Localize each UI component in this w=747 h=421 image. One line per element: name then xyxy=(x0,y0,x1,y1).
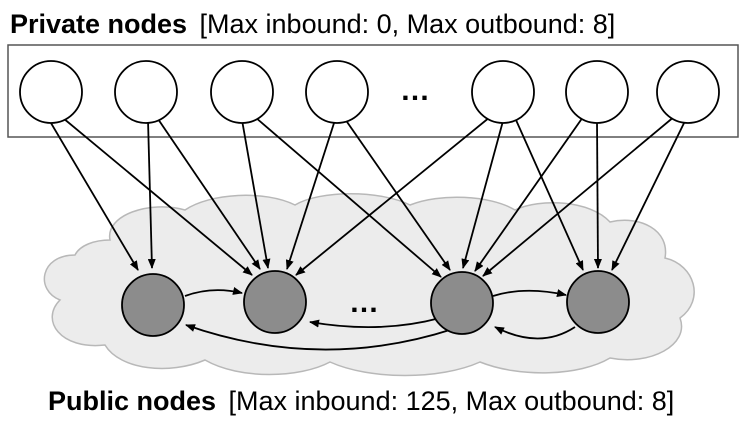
edge-p4-q2 xyxy=(285,119,336,270)
edge-p7-q4 xyxy=(611,118,687,271)
private-nodes-title: Private nodes xyxy=(10,9,187,39)
private-nodes xyxy=(19,60,720,124)
edge-p3-q3 xyxy=(254,116,442,278)
private-node xyxy=(114,60,178,124)
edge-p3-q2 xyxy=(241,119,271,269)
edge-p7-q3 xyxy=(482,115,676,277)
public-ellipsis: … xyxy=(349,286,381,319)
edge-p2-q1 xyxy=(147,119,156,269)
private-node xyxy=(210,60,274,124)
edge-q3-q4 xyxy=(492,289,567,297)
private-node xyxy=(305,60,369,124)
public-node xyxy=(566,270,630,334)
edge-p6-q3 xyxy=(474,116,584,272)
private-nodes-label: Private nodes [Max inbound: 0, Max outbo… xyxy=(10,9,615,39)
edge-p2-q2 xyxy=(157,118,261,270)
public-network-cloud xyxy=(43,193,695,377)
public-node xyxy=(243,270,307,334)
edge-p5-q4 xyxy=(515,119,584,271)
public-nodes-title: Public nodes xyxy=(48,386,216,416)
public-to-public-edges xyxy=(184,287,576,351)
edge-p1-q2 xyxy=(62,117,253,276)
edge-q3-q1 xyxy=(185,324,454,351)
private-node xyxy=(471,60,535,124)
edge-p1-q1 xyxy=(47,117,139,271)
edge-q3-q2 xyxy=(309,317,441,329)
edge-p6-q4 xyxy=(593,120,602,269)
public-node xyxy=(430,271,494,335)
edge-q4-q3 xyxy=(494,326,576,340)
private-node xyxy=(656,60,720,124)
private-ellipsis: … xyxy=(400,74,432,107)
public-nodes-limits: [Max inbound: 125, Max outbound: 8] xyxy=(228,386,674,416)
private-node xyxy=(19,60,83,124)
public-node xyxy=(121,273,185,337)
private-to-public-edges xyxy=(47,115,687,278)
public-nodes xyxy=(121,270,630,337)
edge-p4-q3 xyxy=(344,118,451,271)
edge-p5-q2 xyxy=(295,116,491,276)
private-nodes-limits: [Max inbound: 0, Max outbound: 8] xyxy=(200,9,616,39)
public-nodes-label: Public nodes [Max inbound: 125, Max outb… xyxy=(48,386,674,416)
edge-p5-q3 xyxy=(461,120,504,269)
private-node xyxy=(565,60,629,124)
edge-q1-q2 xyxy=(184,287,243,297)
